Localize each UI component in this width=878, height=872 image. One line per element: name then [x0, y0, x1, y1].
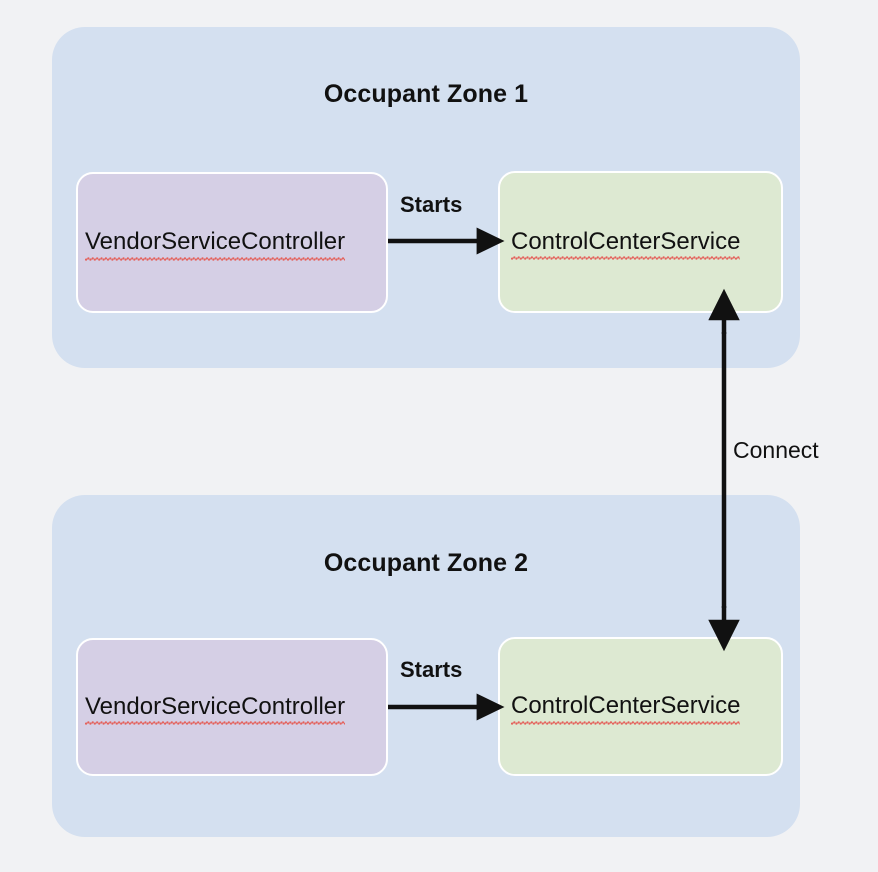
vendor-service-controller-label-zone-1: VendorServiceController — [85, 228, 346, 262]
control-center-service-label-zone-2: ControlCenterService — [511, 692, 741, 726]
connect-edge-label: Connect — [733, 437, 819, 463]
starts-edge-label-zone-1: Starts — [400, 192, 463, 217]
starts-edge-label-zone-2: Starts — [400, 657, 463, 682]
vendor-service-controller-node-zone-1[interactable]: VendorServiceController — [76, 172, 388, 313]
control-center-service-node-zone-1[interactable]: ControlCenterService — [498, 171, 783, 313]
occupant-zone-1-title: Occupant Zone 1 — [323, 80, 529, 108]
vendor-service-controller-label-zone-2: VendorServiceController — [85, 692, 346, 726]
vendor-service-controller-node-zone-2[interactable]: VendorServiceController — [76, 638, 388, 776]
control-center-service-label-zone-1: ControlCenterService — [511, 227, 741, 261]
control-center-service-node-zone-2[interactable]: ControlCenterService — [498, 637, 783, 776]
occupant-zone-2-title: Occupant Zone 2 — [323, 549, 529, 577]
